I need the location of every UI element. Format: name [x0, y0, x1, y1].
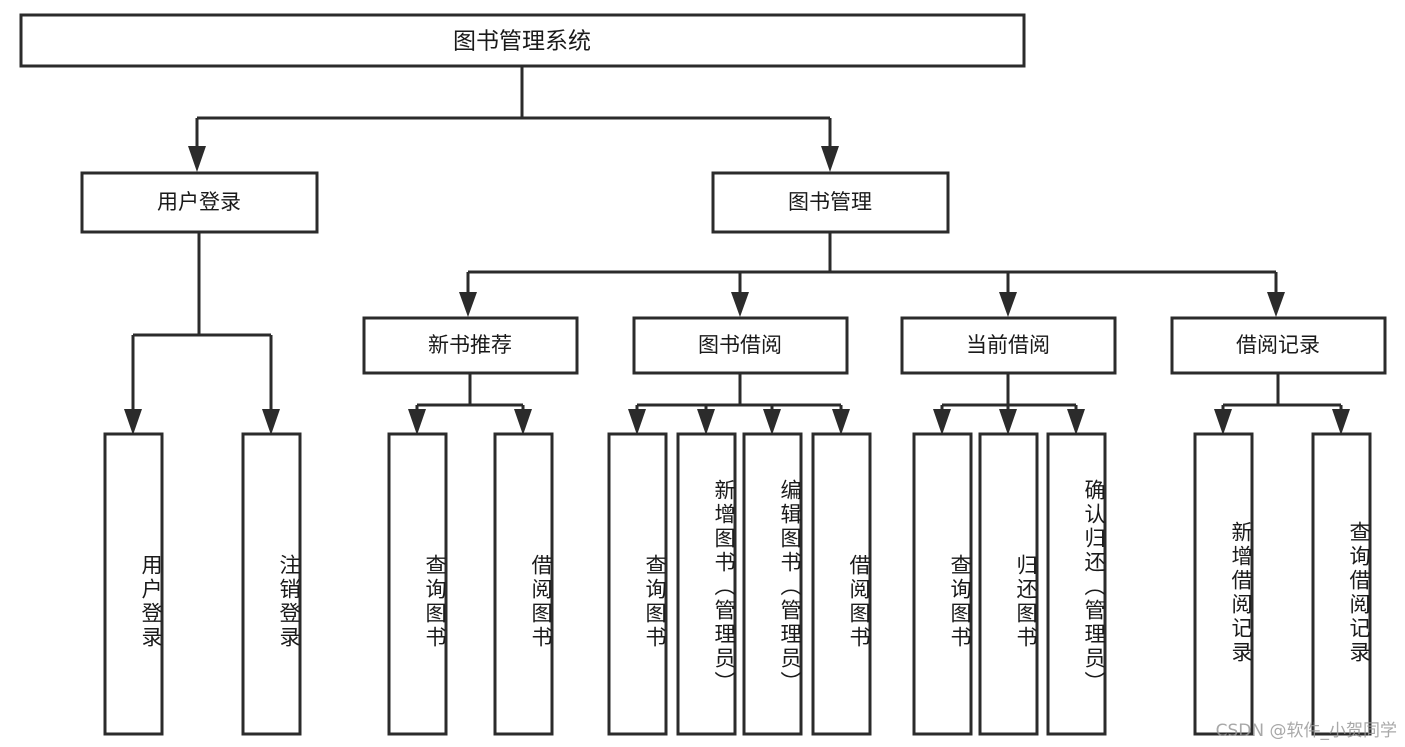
connector-current-borrow-to-leaves [933, 373, 1085, 435]
leaf-box-book-borrow-3[interactable] [742, 432, 803, 736]
connector-user-login-to-leaves [124, 232, 280, 435]
connector-root-to-level2 [188, 66, 839, 172]
node-new-book-recommend-label: 新书推荐 [428, 333, 512, 357]
leaf-boxes-book-borrow [607, 432, 872, 736]
node-book-borrow-label: 图书借阅 [698, 333, 782, 357]
leaf-box-book-borrow-1[interactable] [607, 432, 668, 736]
connector-book-mgmt-to-level3 [459, 232, 1285, 317]
leaf-box-borrow-records-1[interactable] [1193, 432, 1254, 736]
node-book-management[interactable]: 图书管理 [711, 171, 950, 234]
leaf-box-current-borrow-2[interactable] [978, 432, 1039, 736]
leaf-box-user-login-1[interactable] [103, 432, 164, 736]
node-current-borrow[interactable]: 当前借阅 [900, 316, 1117, 375]
node-new-book-recommend[interactable]: 新书推荐 [362, 316, 579, 375]
leaf-box-book-borrow-2[interactable] [676, 432, 737, 736]
node-book-borrow[interactable]: 图书借阅 [632, 316, 849, 375]
node-borrow-records[interactable]: 借阅记录 [1170, 316, 1387, 375]
leaf-box-current-borrow-1[interactable] [912, 432, 973, 736]
node-book-management-label: 图书管理 [788, 190, 872, 214]
connector-borrow-records-to-leaves [1214, 373, 1350, 435]
leaf-box-borrow-records-2[interactable] [1311, 432, 1372, 736]
csdn-watermark: CSDN @软件_小贺同学 [1215, 721, 1397, 741]
leaf-box-user-login-2[interactable] [241, 432, 302, 736]
leaf-box-current-borrow-3[interactable] [1046, 432, 1107, 736]
leaf-box-new-book-2[interactable] [493, 432, 554, 736]
leaf-boxes-current-borrow [912, 432, 1107, 736]
leaf-box-new-book-1[interactable] [387, 432, 448, 736]
leaf-box-book-borrow-4[interactable] [811, 432, 872, 736]
node-root-system[interactable]: 图书管理系统 [19, 13, 1026, 68]
leaf-boxes-user-login [103, 432, 302, 736]
node-current-borrow-label: 当前借阅 [966, 333, 1050, 357]
leaf-boxes-borrow-records [1193, 432, 1372, 736]
node-borrow-records-label: 借阅记录 [1236, 333, 1320, 357]
node-user-login-label: 用户登录 [157, 190, 241, 214]
node-root-label: 图书管理系统 [453, 29, 591, 55]
leaf-boxes-new-book-recommend [387, 432, 554, 736]
connector-book-borrow-to-leaves [628, 373, 850, 435]
node-user-login[interactable]: 用户登录 [80, 171, 319, 234]
connector-new-book-to-leaves [408, 373, 532, 435]
